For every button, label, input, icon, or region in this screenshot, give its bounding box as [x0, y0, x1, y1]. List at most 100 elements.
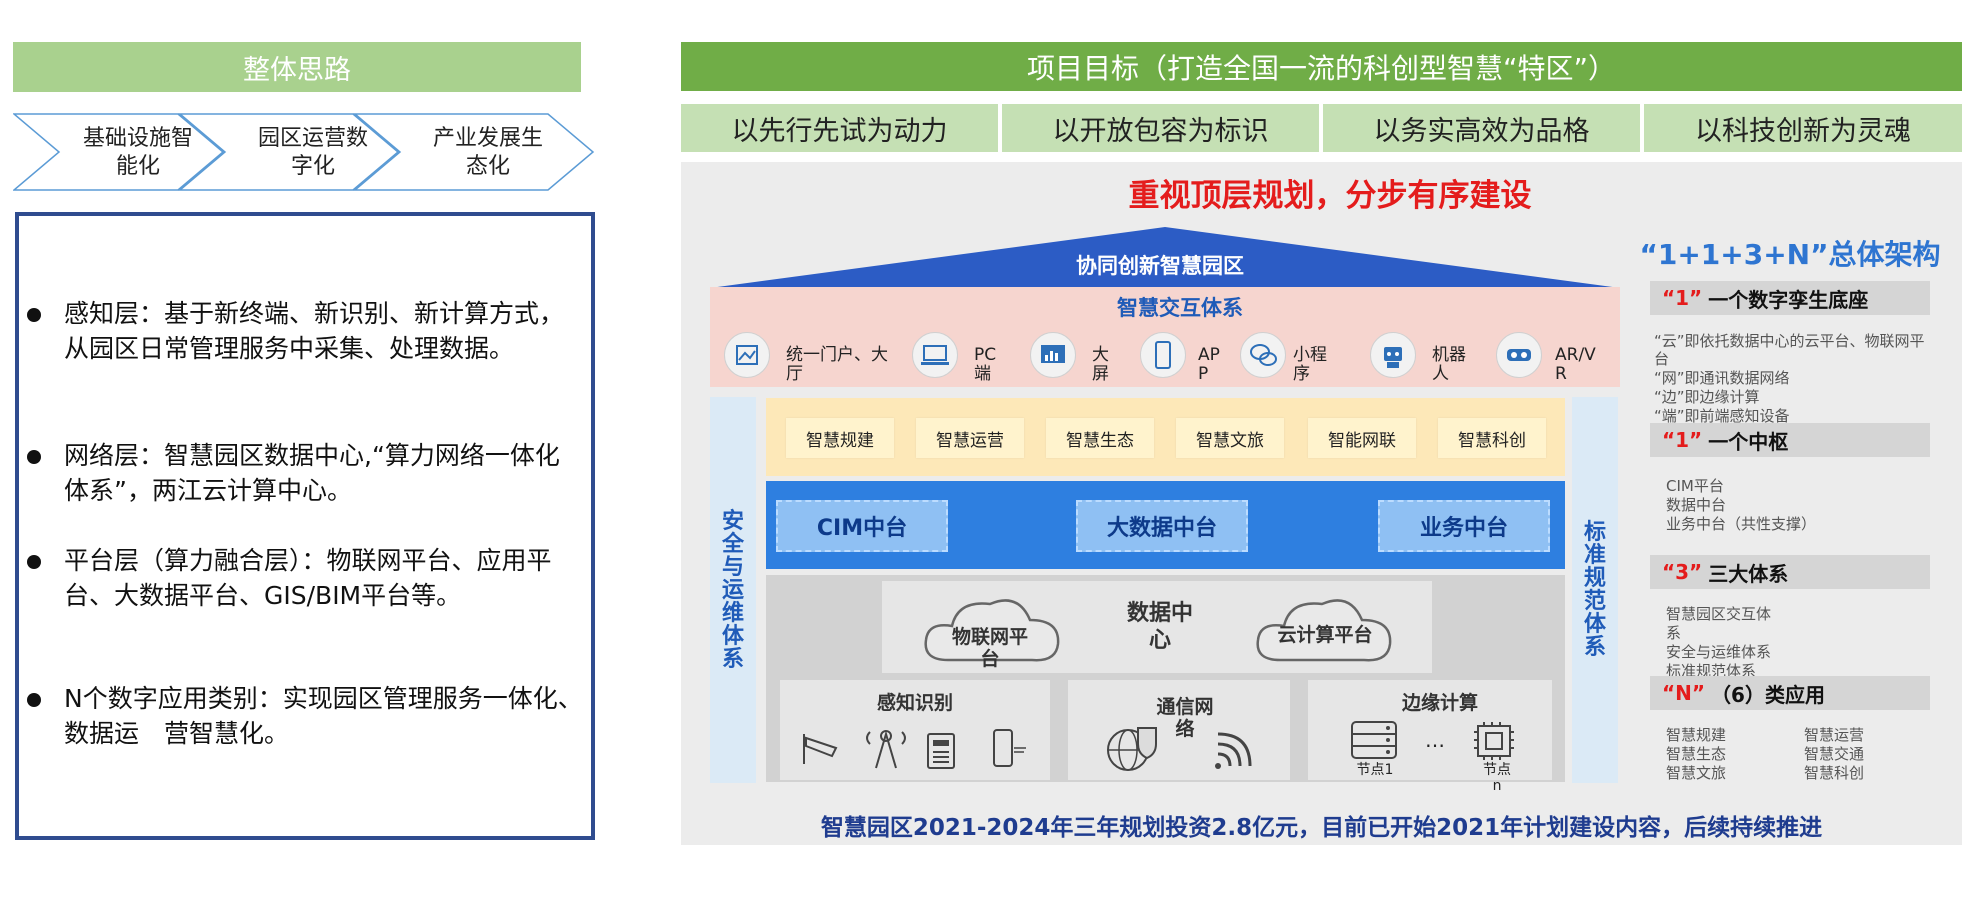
- bullet-application-layer: N个数字应用类别：实现园区管理服务一体化、数据运 营智慧化。: [27, 681, 584, 751]
- roof-triangle-shape: [710, 227, 1620, 288]
- edge-nodes-icons: [1351, 721, 1514, 760]
- legend-line: “边”即边缘计算: [1654, 388, 1760, 406]
- legend-line: 智慧园区交互体: [1666, 605, 1772, 623]
- overall-approach-header: 整体思路: [13, 42, 581, 92]
- channel-robot-label: 机器 人: [1432, 345, 1466, 384]
- robot-icon: [1370, 332, 1416, 378]
- legend-app-item: 智慧科创: [1804, 764, 1865, 782]
- network-title: 通信网 络: [1156, 696, 1214, 740]
- app-phone-icon: [1140, 332, 1186, 378]
- security-ops-system-band: 安全与运维体系: [710, 397, 756, 783]
- goal-item-2: 以开放包容为标识: [1002, 104, 1319, 152]
- app-smart-planning: 智慧规建: [786, 418, 894, 458]
- chevron-shapes: [13, 113, 595, 191]
- chevron-industry-ecology: 产业发展生 态化: [432, 126, 543, 179]
- network-icons: [1107, 727, 1252, 771]
- channel-arvr-label: AR/V R: [1555, 345, 1596, 384]
- edge-computing-title: 边缘计算: [1401, 692, 1478, 714]
- cim-platform-box: CIM中台: [776, 500, 948, 552]
- app-smart-culture-tourism: 智慧文旅: [1176, 418, 1284, 458]
- card-reader-icon: [927, 733, 955, 769]
- project-goal-header: 项目目标（打造全国一流的科创型智慧“特区”）: [681, 42, 1962, 91]
- data-center-label: 数据中 心: [1126, 601, 1193, 653]
- chevron-infrastructure: 基础设施智 能化: [82, 126, 193, 179]
- app-smart-connected: 智能网联: [1308, 418, 1416, 458]
- legend-app-item: 智慧交通: [1804, 745, 1865, 763]
- bullet-dot-icon: [27, 308, 41, 322]
- legend-app-item: 智慧生态: [1666, 745, 1727, 763]
- goal-item-4: 以科技创新为灵魂: [1644, 104, 1962, 152]
- business-platform-box: 业务中台: [1378, 500, 1550, 552]
- bullet-dot-icon: [27, 555, 41, 569]
- legend-section-three-systems: “3” 三大体系: [1650, 555, 1930, 589]
- app-smart-ecology: 智慧生态: [1046, 418, 1154, 458]
- roof-label: 协同创新智慧园区: [1076, 254, 1244, 278]
- legend-line: 标准规范体系: [1666, 662, 1757, 680]
- portal-icon: [724, 332, 770, 378]
- standards-system-label: 标准规范体系: [1583, 520, 1606, 660]
- cloud-computing-label: 云计算平台: [1277, 624, 1373, 646]
- smart-applications-band: [766, 398, 1565, 476]
- legend-app-item: 智慧运营: [1804, 726, 1865, 744]
- approach-chevron-flow: 基础设施智 能化 园区运营数 字化 产业发展生 态化: [13, 113, 595, 191]
- channel-app-label: AP P: [1198, 345, 1220, 384]
- legend-line: CIM平台: [1666, 477, 1724, 495]
- edge-node-1-label: 节点1: [1356, 762, 1394, 778]
- legend-line: 安全与运维体系: [1666, 643, 1772, 661]
- interaction-system-title: 智慧交互体系: [1117, 296, 1243, 320]
- cloud-computing-icon: [1256, 599, 1392, 662]
- layer-description-panel: 感知层：基于新终端、新识别、新计算方式，从园区日常管理服务中采集、处理数据。 网…: [15, 212, 595, 840]
- radio-tower-icon: [866, 730, 906, 769]
- legend-line: 系: [1666, 624, 1682, 642]
- app-smart-operation: 智慧运营: [916, 418, 1024, 458]
- legend-line: 数据中台: [1666, 496, 1727, 514]
- bullet-dot-icon: [27, 450, 41, 464]
- main-slogan: 重视顶层规划，分步有序建设: [1128, 177, 1532, 214]
- chevron-park-operation: 园区运营数 字化: [257, 126, 368, 179]
- network-box: [1068, 680, 1290, 780]
- standards-system-band: 标准规范体系: [1572, 397, 1618, 783]
- bullet-dot-icon: [27, 693, 41, 707]
- goal-item-3: 以务实高效为品格: [1323, 104, 1640, 152]
- channel-big-screen-label: 大 屏: [1092, 345, 1109, 384]
- app-smart-innovation: 智慧科创: [1438, 418, 1546, 458]
- bullet-perception-layer: 感知层：基于新终端、新识别、新计算方式，从园区日常管理服务中采集、处理数据。: [27, 296, 584, 366]
- legend-app-item: 智慧规建: [1666, 726, 1727, 744]
- vr-headset-icon: [1496, 332, 1542, 378]
- camera-icon: [803, 734, 838, 764]
- bullet-platform-layer: 平台层（算力融合层）：物联网平台、应用平台、大数据平台、GIS/BIM平台等。: [27, 543, 584, 613]
- legend-line: “端”即前端感知设备: [1654, 407, 1790, 425]
- legend-section-hub: “1” 一个中枢: [1650, 423, 1930, 457]
- big-data-platform-box: 大数据中台: [1076, 500, 1248, 552]
- legend-app-item: 智慧文旅: [1666, 764, 1727, 782]
- chip-node-icon: [1474, 722, 1514, 760]
- legend-section-digital-twin: “1” 一个数字孪生底座: [1650, 281, 1930, 315]
- architecture-legend-title: “1+1+3+N”总体架构: [1639, 238, 1941, 271]
- iot-platform-label: 物联网平 台: [951, 626, 1028, 670]
- sensing-devices-icons: [803, 729, 1026, 769]
- big-screen-icon: [1030, 332, 1076, 378]
- security-ops-system-label: 安全与运维体系: [721, 508, 744, 672]
- legend-line: “云”即依托数据中心的云平台、物联网平: [1654, 332, 1925, 350]
- bullet-network-layer: 网络层：智慧园区数据中心,“算力网络一体化体系”，两江云计算中心。: [27, 438, 584, 508]
- edge-node-ellipsis: …: [1425, 728, 1445, 752]
- edge-computing-box: [1308, 680, 1552, 780]
- channel-portal-label: 统一门户、大 厅: [786, 345, 888, 384]
- pc-icon: [912, 332, 958, 378]
- legend-line: “网”即通讯数据网络: [1654, 369, 1790, 387]
- investment-caption: 智慧园区2021-2024年三年规划投资2.8亿元，目前已开始2021年计划建设…: [820, 815, 1823, 841]
- channel-mini-program-label: 小程 序: [1293, 345, 1327, 384]
- wifi-signal-icon: [1215, 732, 1252, 769]
- goal-item-1: 以先行先试为动力: [681, 104, 998, 152]
- sensing-title: 感知识别: [876, 692, 953, 714]
- edge-node-n-label: 节点 n: [1483, 762, 1511, 794]
- channel-pc-label: PC 端: [974, 345, 997, 384]
- server-node-icon: [1351, 721, 1397, 759]
- iot-cloud-icon: [924, 599, 1060, 662]
- globe-shield-icon: [1107, 727, 1157, 771]
- legend-section-applications: “N” （6）类应用: [1650, 676, 1930, 710]
- wechat-mini-program-icon: [1240, 332, 1286, 378]
- smart-phone-icon: [993, 729, 1026, 767]
- legend-line: 业务中台（共性支撑）: [1666, 515, 1817, 533]
- legend-line: 台: [1654, 350, 1670, 368]
